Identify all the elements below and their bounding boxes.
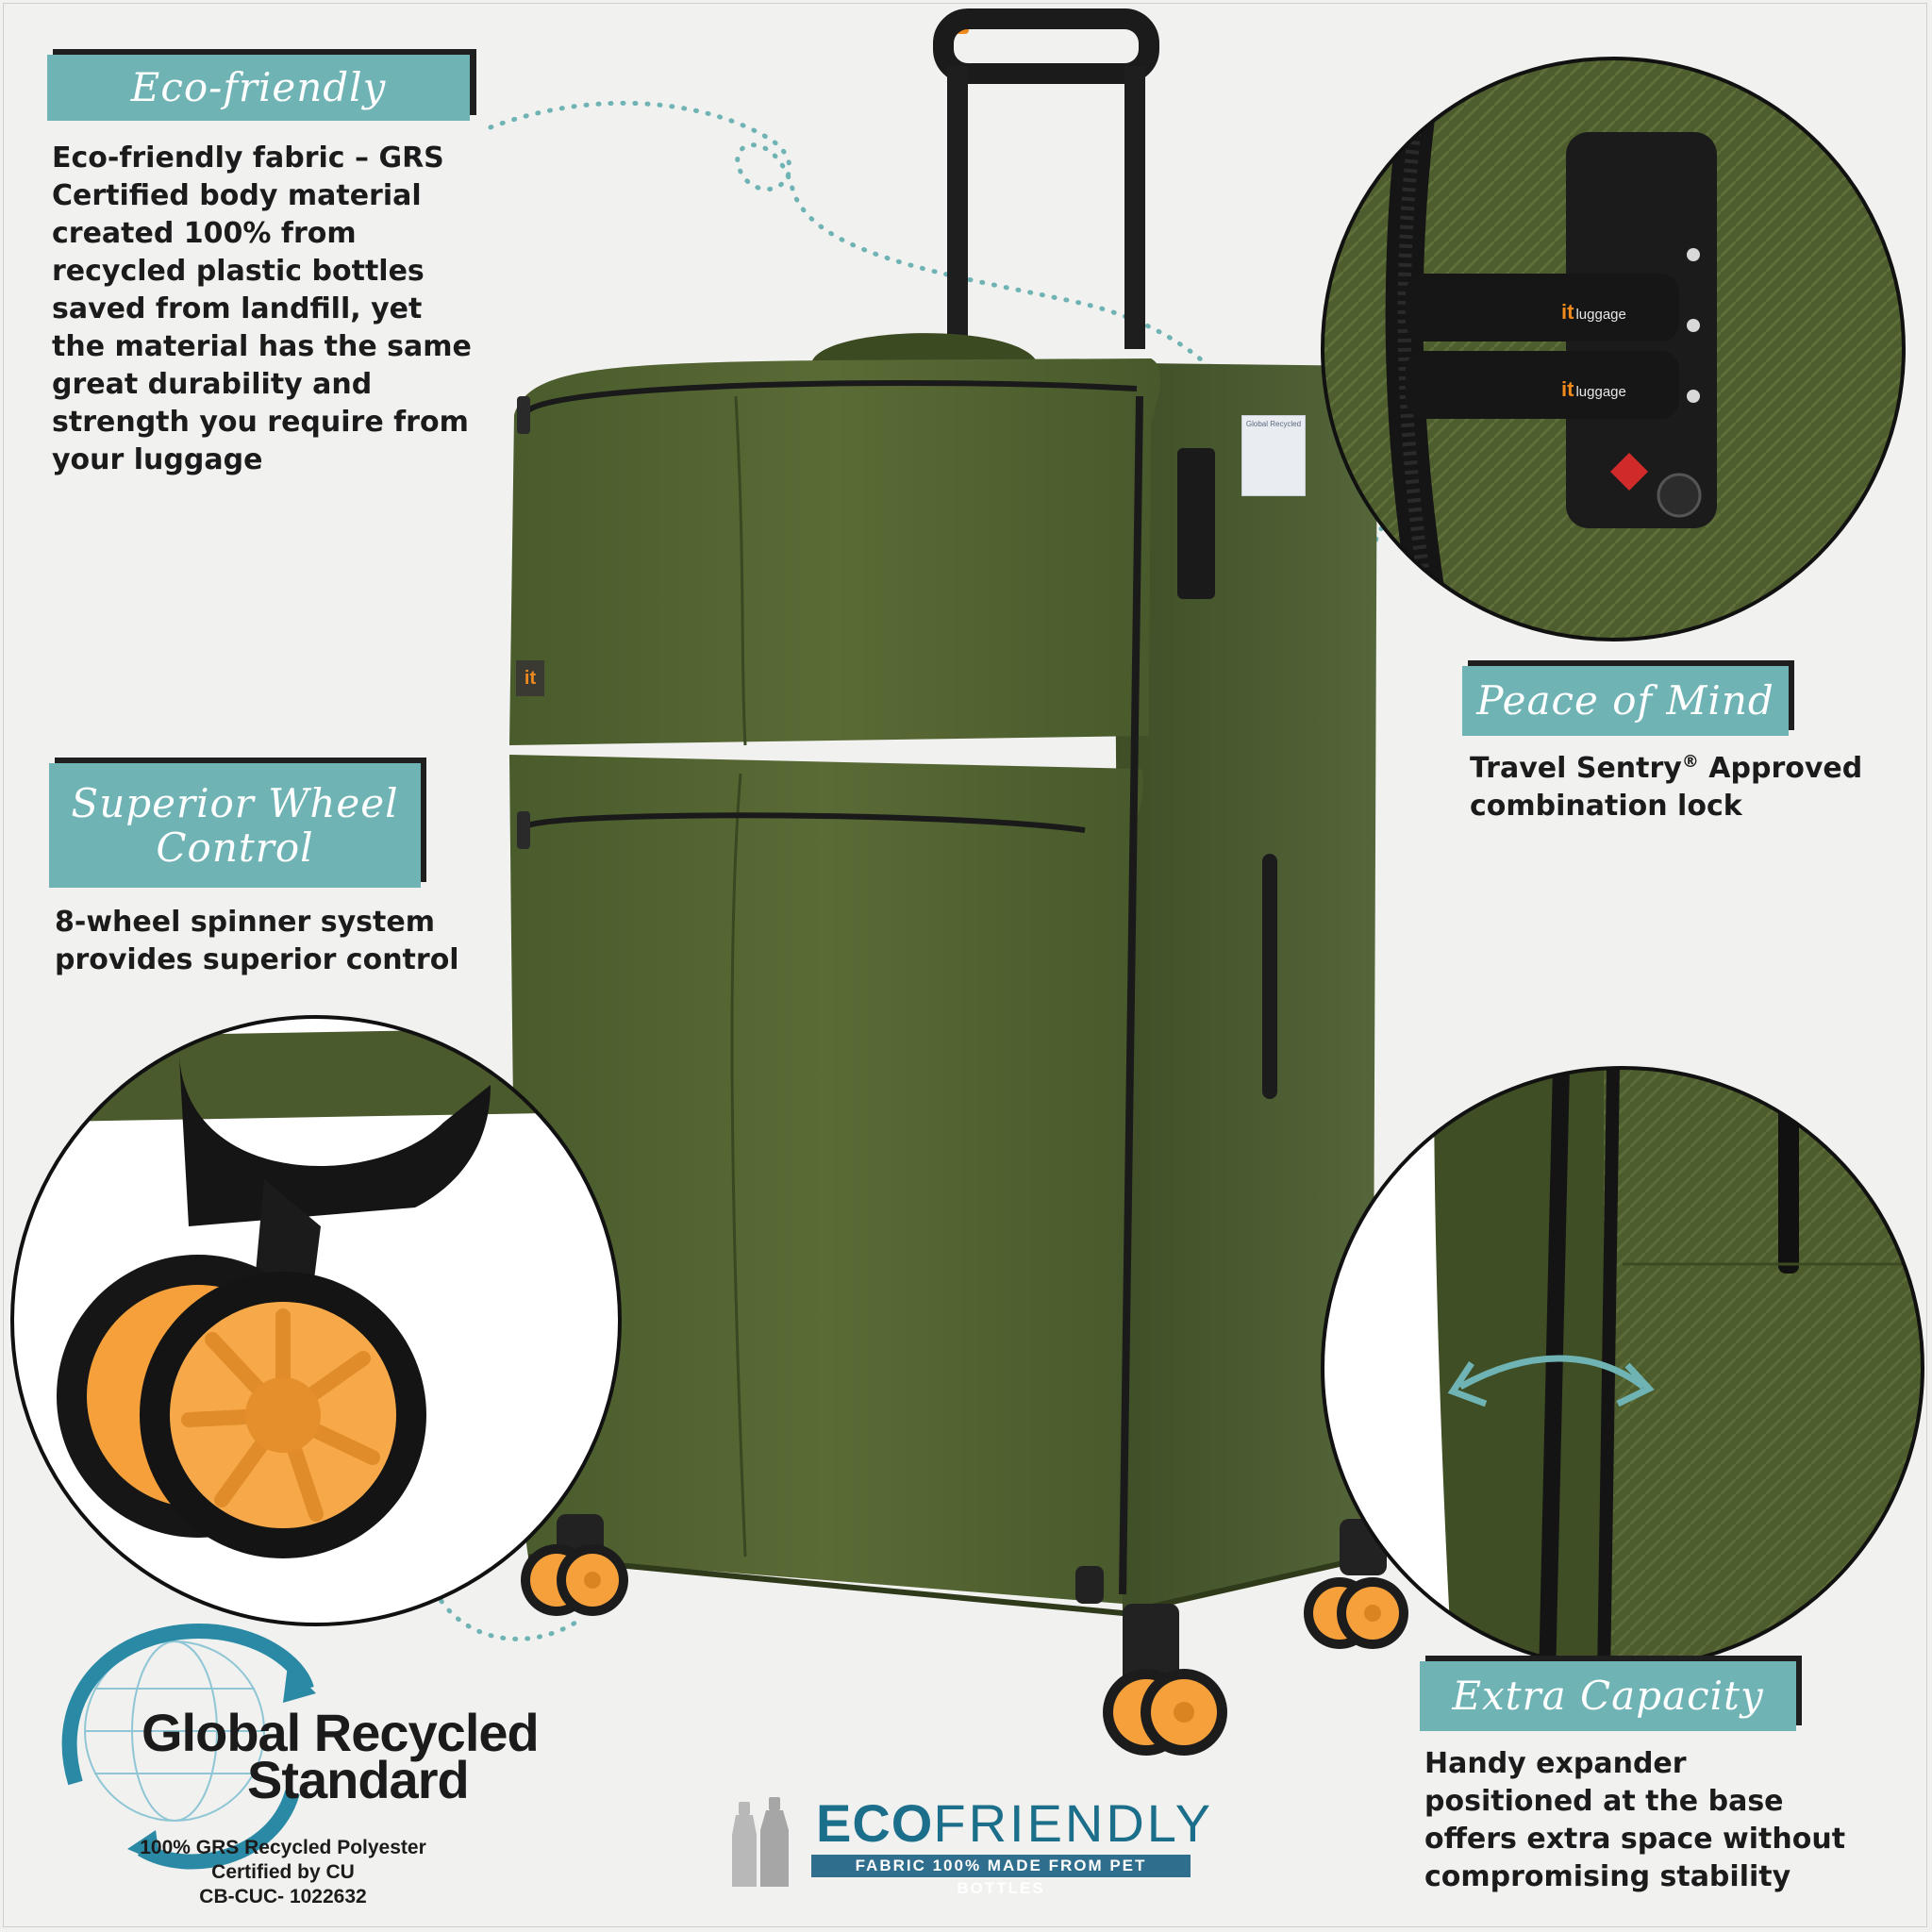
eco-line-7: great durability and <box>52 368 373 401</box>
wheel-control-title-line-2: Control <box>156 824 314 871</box>
eco-wordmark-bold: ECO <box>816 1793 934 1853</box>
eco-line-4: recycled plastic bottles <box>52 255 425 288</box>
capacity-line-3: offers extra space without <box>1424 1823 1846 1856</box>
eco-line-8: strength you require from <box>52 406 469 439</box>
peace-line-1: Travel Sentry® Approved <box>1470 750 1904 788</box>
eco-line-9: your luggage <box>52 443 263 476</box>
peace-line-1-prefix: Travel Sentry <box>1470 752 1682 785</box>
eco-line-3: created 100% from <box>52 217 357 250</box>
extra-capacity-description: Handy expander positioned at the base of… <box>1424 1745 1915 1896</box>
lock-brand-suffix-2: luggage <box>1575 384 1626 400</box>
page-border <box>3 3 1927 1927</box>
grs-badge-details: 100% GRS Recycled Polyester Certified by… <box>113 1836 453 1909</box>
eco-friendly-title-text: Eco-friendly <box>130 64 387 111</box>
eco-friendly-wordmark: ECOFRIENDLY <box>816 1792 1213 1854</box>
lock-brand-suffix-1: luggage <box>1575 307 1626 323</box>
eco-wordmark-light: FRIENDLY <box>933 1793 1214 1853</box>
grs-badge-title: Global Recycled Standard <box>142 1703 540 1809</box>
capacity-line-1: Handy expander <box>1424 1747 1687 1780</box>
wheel-back-right <box>1304 1519 1408 1649</box>
wheel-control-banner: Superior Wheel Control <box>49 758 426 888</box>
wheel-control-title: Superior Wheel Control <box>49 763 421 888</box>
grs-fabric-label-text: Global Recycled <box>1245 420 1302 428</box>
eco-line-6: the material has the same <box>52 330 472 363</box>
peace-of-mind-description: Travel Sentry® Approved combination lock <box>1470 750 1904 825</box>
peace-of-mind-title-text: Peace of Mind <box>1476 677 1774 724</box>
grs-detail-1: 100% GRS Recycled Polyester <box>140 1837 426 1858</box>
grs-detail-3: CB-CUC- 1022632 <box>199 1886 367 1907</box>
eco-line-2: Certified body material <box>52 179 422 212</box>
wheel-front-left <box>521 1514 628 1616</box>
peace-of-mind-banner: Peace of Mind <box>1462 660 1794 736</box>
wheel-control-description: 8-wheel spinner system provides superior… <box>55 904 489 979</box>
eco-line-1: Eco-friendly fabric – GRS <box>52 142 444 175</box>
wheel-line-2: provides superior control <box>55 943 459 976</box>
grs-badge-title-line-2: Standard <box>247 1750 470 1809</box>
peace-line-2: combination lock <box>1470 790 1742 823</box>
extra-capacity-title-text: Extra Capacity <box>1452 1673 1764 1720</box>
eco-friendly-banner: Eco-friendly <box>47 49 476 121</box>
grs-detail-2: Certified by CU <box>211 1861 355 1883</box>
wheel-line-1: 8-wheel spinner system <box>55 906 435 939</box>
grs-badge-title-line-1: Global Recycled <box>142 1703 540 1762</box>
grs-fabric-label: Global Recycled <box>1241 415 1306 496</box>
wheel-front-right <box>1103 1604 1227 1756</box>
extra-capacity-banner: Extra Capacity <box>1420 1656 1802 1731</box>
eco-friendly-description: Eco-friendly fabric – GRS Certified body… <box>52 140 486 479</box>
capacity-line-4: compromising stability <box>1424 1860 1791 1893</box>
wheel-back-left <box>1075 1566 1104 1604</box>
lock-brand-mark-2: it <box>1561 377 1574 401</box>
lock-brand-mark-1: it <box>1561 300 1574 324</box>
registered-mark: ® <box>1681 752 1699 772</box>
front-brand-tag: it <box>516 660 544 696</box>
wheel-control-title-line-1: Superior Wheel <box>71 779 399 826</box>
eco-friendly-strip: FABRIC 100% MADE FROM PET BOTTLES <box>811 1855 1191 1897</box>
eco-line-5: saved from landfill, yet <box>52 292 423 325</box>
eco-friendly-title: Eco-friendly <box>47 55 470 121</box>
peace-line-1-suffix: Approved <box>1698 752 1863 785</box>
capacity-line-2: positioned at the base <box>1424 1785 1784 1818</box>
extra-capacity-title: Extra Capacity <box>1420 1661 1796 1731</box>
peace-of-mind-title: Peace of Mind <box>1462 666 1789 736</box>
